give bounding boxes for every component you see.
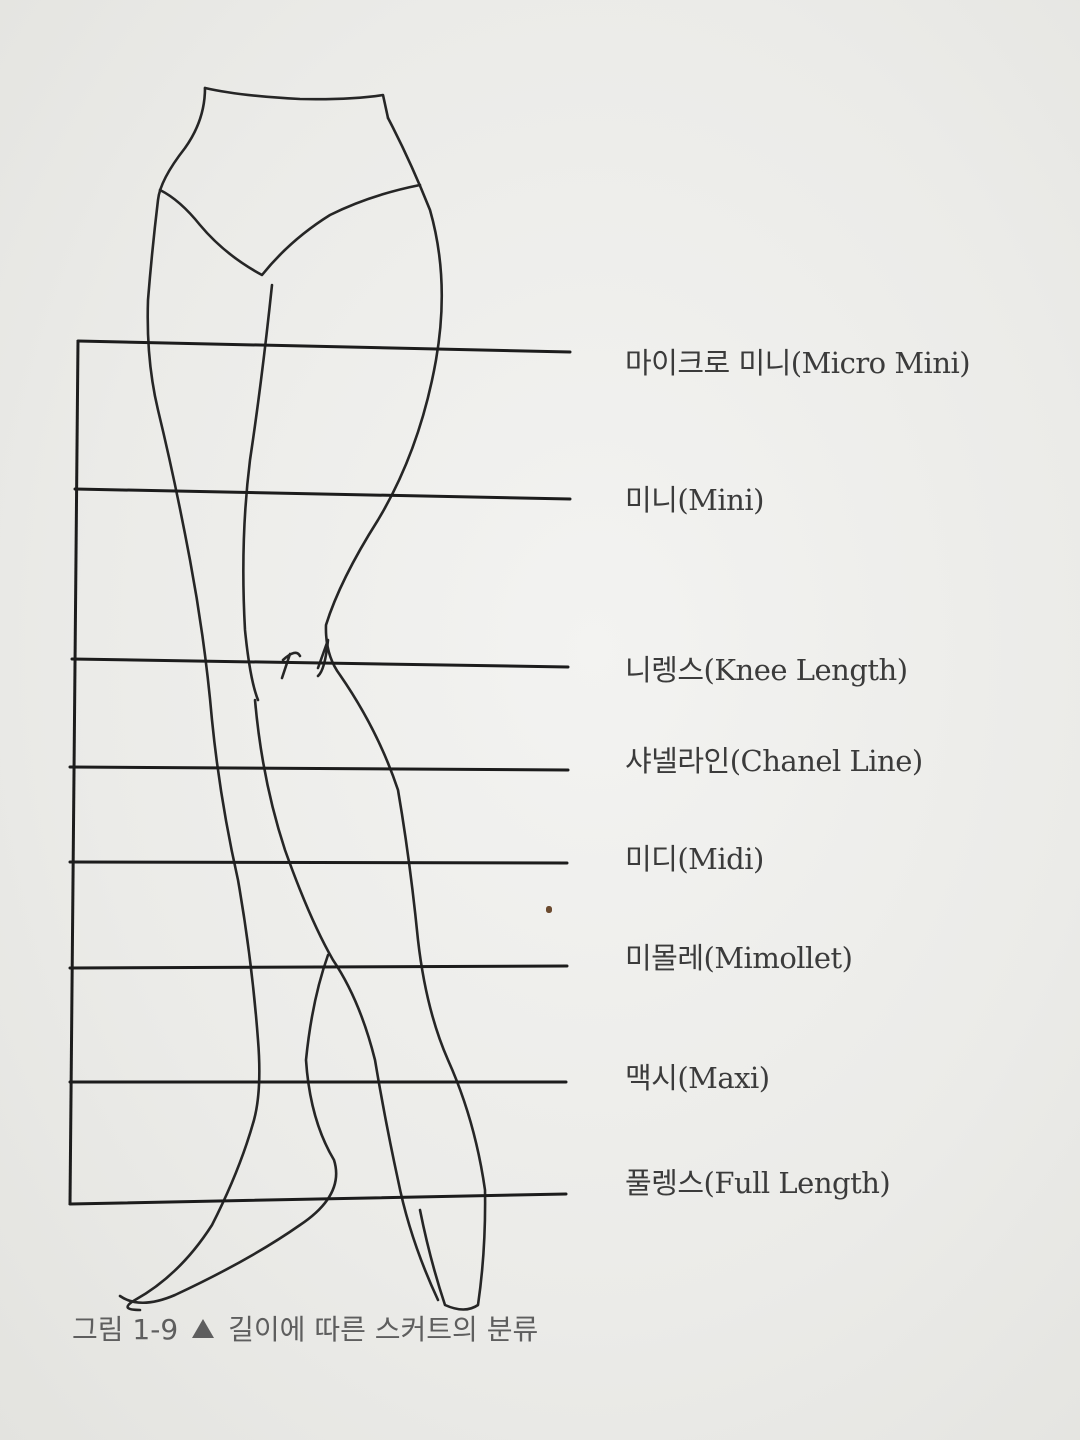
label-micro-mini: 마이크로 미니(Micro Mini)	[625, 346, 971, 380]
hip-line	[158, 183, 422, 277]
length-line-chanel	[68, 765, 570, 772]
label-full-length: 풀렝스(Full Length)	[625, 1166, 891, 1200]
label-mimollet: 미몰레(Mimollet)	[625, 941, 853, 975]
triangle-icon	[192, 1318, 215, 1338]
figure-number: 그림 1-9	[72, 1313, 179, 1346]
left-inner-thigh	[242, 283, 274, 702]
knee-detail	[280, 638, 330, 680]
length-line-knee	[70, 657, 570, 669]
label-knee-length: 니렝스(Knee Length)	[625, 653, 908, 687]
length-line-mimollet	[68, 964, 569, 970]
length-line-midi	[68, 860, 569, 865]
figure-caption: 그림 1-9 길이에 따른 스커트의 분류	[72, 1308, 538, 1348]
right-leg-shin	[253, 698, 440, 1302]
figure-caption-text: 길이에 따른 스커트의 분류	[228, 1313, 539, 1346]
paper-speck	[546, 906, 552, 913]
label-midi: 미디(Midi)	[625, 842, 764, 876]
left-calf-inner	[118, 953, 338, 1305]
frame-vertical-line	[68, 339, 80, 1206]
length-line-micro-mini	[76, 339, 572, 354]
label-chanel-line: 샤넬라인(Chanel Line)	[625, 744, 923, 778]
length-line-mini	[73, 487, 572, 501]
waistband-outline	[203, 86, 390, 120]
left-leg-outline	[126, 86, 261, 1312]
length-line-full	[68, 1192, 568, 1206]
label-mini: 미니(Mini)	[625, 483, 764, 517]
label-maxi: 맥시(Maxi)	[625, 1061, 770, 1095]
right-leg-outline	[324, 116, 487, 1311]
